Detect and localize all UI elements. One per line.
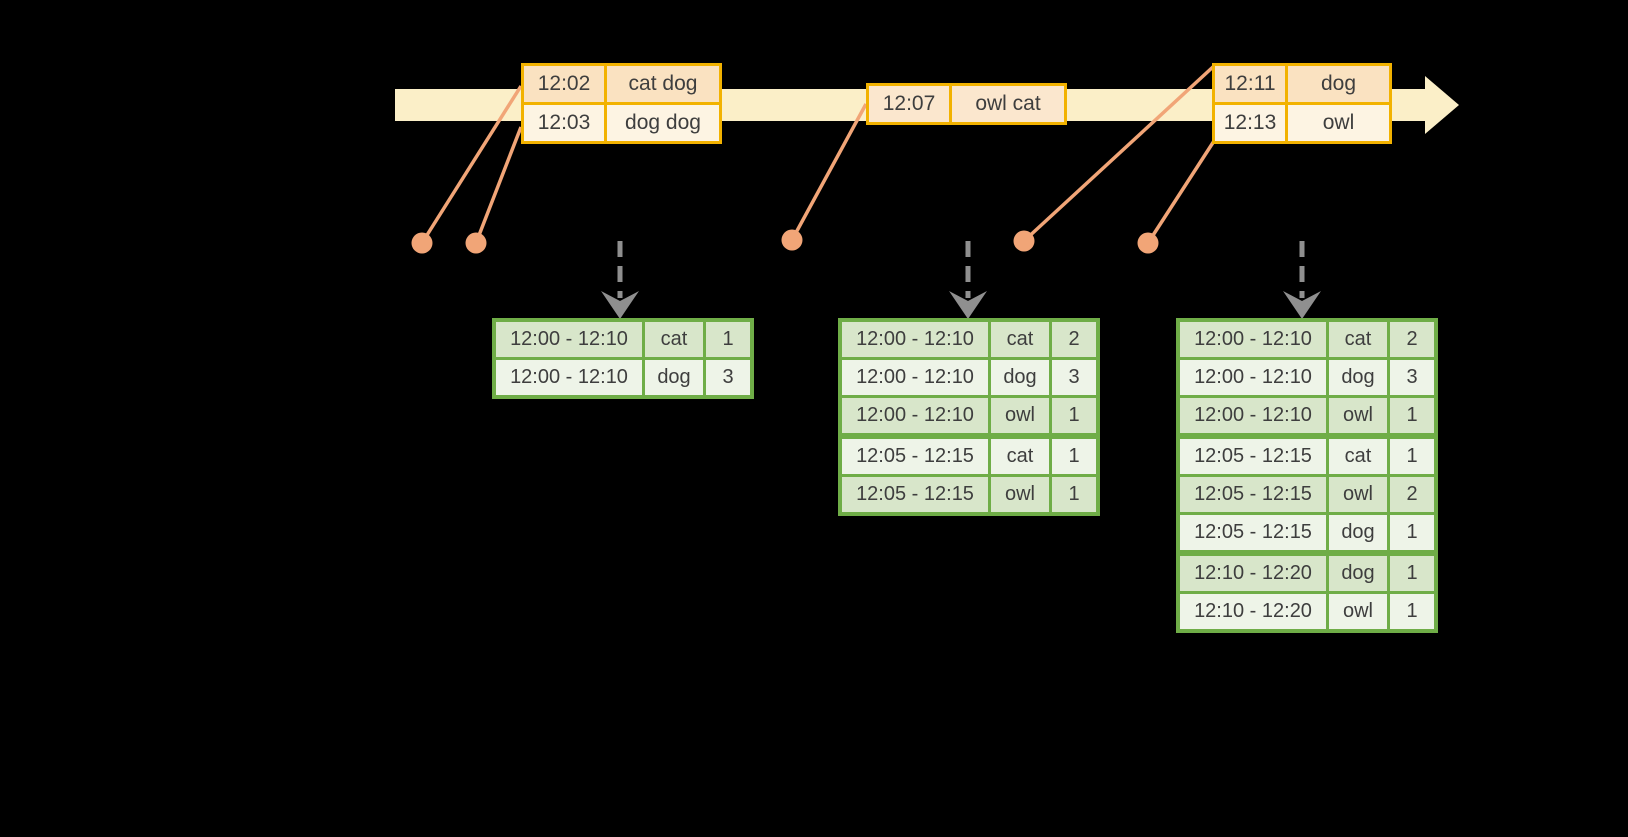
result-row: 12:00 - 12:10 owl 1 [842, 398, 1096, 433]
word-cell: cat [645, 322, 703, 357]
count-cell: 1 [1052, 439, 1096, 474]
word-cell: owl [991, 398, 1049, 433]
window-cell: 12:00 - 12:10 [496, 322, 642, 357]
window-cell: 12:05 - 12:15 [842, 439, 988, 474]
result-row: 12:00 - 12:10 dog 3 [1180, 360, 1434, 395]
count-cell: 1 [1390, 515, 1434, 550]
result-table-1: 12:00 - 12:10 cat 1 12:00 - 12:10 dog 3 [492, 318, 754, 399]
window-cell: 12:05 - 12:15 [1180, 515, 1326, 550]
word-cell: owl [1329, 594, 1387, 629]
event-time-cell: 12:13 [1215, 105, 1285, 141]
event-row: 12:11 dog [1215, 66, 1389, 102]
event-marker-dot [781, 229, 803, 251]
count-cell: 2 [1390, 322, 1434, 357]
result-row: 12:10 - 12:20 dog 1 [1180, 556, 1434, 591]
result-row: 12:00 - 12:10 dog 3 [496, 360, 750, 395]
event-connector-line [474, 126, 523, 244]
event-connector-line [790, 103, 868, 241]
result-table-2: 12:00 - 12:10 cat 2 12:00 - 12:10 dog 3 … [838, 318, 1100, 516]
event-connector-line [1146, 140, 1216, 244]
trigger-arrowhead-icon [601, 291, 639, 319]
event-time-cell: 12:07 [869, 86, 949, 122]
window-cell: 12:05 - 12:15 [1180, 477, 1326, 512]
result-row: 12:05 - 12:15 owl 2 [1180, 477, 1434, 512]
event-words-cell: owl cat [952, 86, 1064, 122]
timeline-arrowhead-icon [1425, 76, 1459, 134]
event-row: 12:13 owl [1215, 105, 1389, 141]
result-row: 12:00 - 12:10 cat 1 [496, 322, 750, 357]
count-cell: 3 [706, 360, 750, 395]
window-cell: 12:00 - 12:10 [1180, 398, 1326, 433]
window-cell: 12:00 - 12:10 [1180, 322, 1326, 357]
window-cell: 12:00 - 12:10 [1180, 360, 1326, 395]
window-cell: 12:00 - 12:10 [842, 360, 988, 395]
event-table-1: 12:02 cat dog 12:03 dog dog [521, 63, 722, 144]
event-marker-dot [411, 232, 433, 254]
event-row: 12:02 cat dog [524, 66, 719, 102]
word-cell: dog [1329, 515, 1387, 550]
event-table-2: 12:07 owl cat [866, 83, 1067, 125]
word-cell: owl [991, 477, 1049, 512]
result-row: 12:05 - 12:15 cat 1 [1180, 439, 1434, 474]
result-row: 12:00 - 12:10 cat 2 [1180, 322, 1434, 357]
result-table-3: 12:00 - 12:10 cat 2 12:00 - 12:10 dog 3 … [1176, 318, 1438, 633]
word-cell: dog [991, 360, 1049, 395]
count-cell: 2 [1052, 322, 1096, 357]
result-row: 12:00 - 12:10 owl 1 [1180, 398, 1434, 433]
result-row: 12:05 - 12:15 dog 1 [1180, 515, 1434, 550]
event-time-cell: 12:02 [524, 66, 604, 102]
word-cell: cat [1329, 322, 1387, 357]
count-cell: 3 [1052, 360, 1096, 395]
result-row: 12:00 - 12:10 cat 2 [842, 322, 1096, 357]
word-cell: dog [1329, 360, 1387, 395]
event-row: 12:03 dog dog [524, 105, 719, 141]
count-cell: 3 [1390, 360, 1434, 395]
event-marker-dot [1137, 232, 1159, 254]
count-cell: 1 [1390, 594, 1434, 629]
result-row: 12:10 - 12:20 owl 1 [1180, 594, 1434, 629]
count-cell: 1 [1052, 477, 1096, 512]
window-cell: 12:10 - 12:20 [1180, 594, 1326, 629]
window-cell: 12:00 - 12:10 [842, 398, 988, 433]
count-cell: 1 [706, 322, 750, 357]
count-cell: 1 [1390, 439, 1434, 474]
event-words-cell: dog dog [607, 105, 719, 141]
event-words-cell: cat dog [607, 66, 719, 102]
word-cell: dog [645, 360, 703, 395]
word-cell: cat [1329, 439, 1387, 474]
trigger-arrowhead-icon [1283, 291, 1321, 319]
count-cell: 1 [1390, 556, 1434, 591]
event-marker-dot [465, 232, 487, 254]
event-time-cell: 12:11 [1215, 66, 1285, 102]
window-cell: 12:05 - 12:15 [842, 477, 988, 512]
event-time-cell: 12:03 [524, 105, 604, 141]
event-words-cell: dog [1288, 66, 1389, 102]
event-row: 12:07 owl cat [869, 86, 1064, 122]
word-cell: owl [1329, 398, 1387, 433]
event-table-3: 12:11 dog 12:13 owl [1212, 63, 1392, 144]
trigger-arrowhead-icon [949, 291, 987, 319]
word-cell: cat [991, 322, 1049, 357]
count-cell: 1 [1052, 398, 1096, 433]
window-cell: 12:05 - 12:15 [1180, 439, 1326, 474]
count-cell: 2 [1390, 477, 1434, 512]
event-connector-line [420, 85, 523, 244]
event-words-cell: owl [1288, 105, 1389, 141]
event-connector-line [1022, 64, 1216, 243]
count-cell: 1 [1390, 398, 1434, 433]
word-cell: dog [1329, 556, 1387, 591]
result-row: 12:05 - 12:15 owl 1 [842, 477, 1096, 512]
word-cell: cat [991, 439, 1049, 474]
result-row: 12:00 - 12:10 dog 3 [842, 360, 1096, 395]
word-cell: owl [1329, 477, 1387, 512]
window-cell: 12:10 - 12:20 [1180, 556, 1326, 591]
result-row: 12:05 - 12:15 cat 1 [842, 439, 1096, 474]
event-marker-dot [1013, 230, 1035, 252]
window-cell: 12:00 - 12:10 [842, 322, 988, 357]
window-cell: 12:00 - 12:10 [496, 360, 642, 395]
